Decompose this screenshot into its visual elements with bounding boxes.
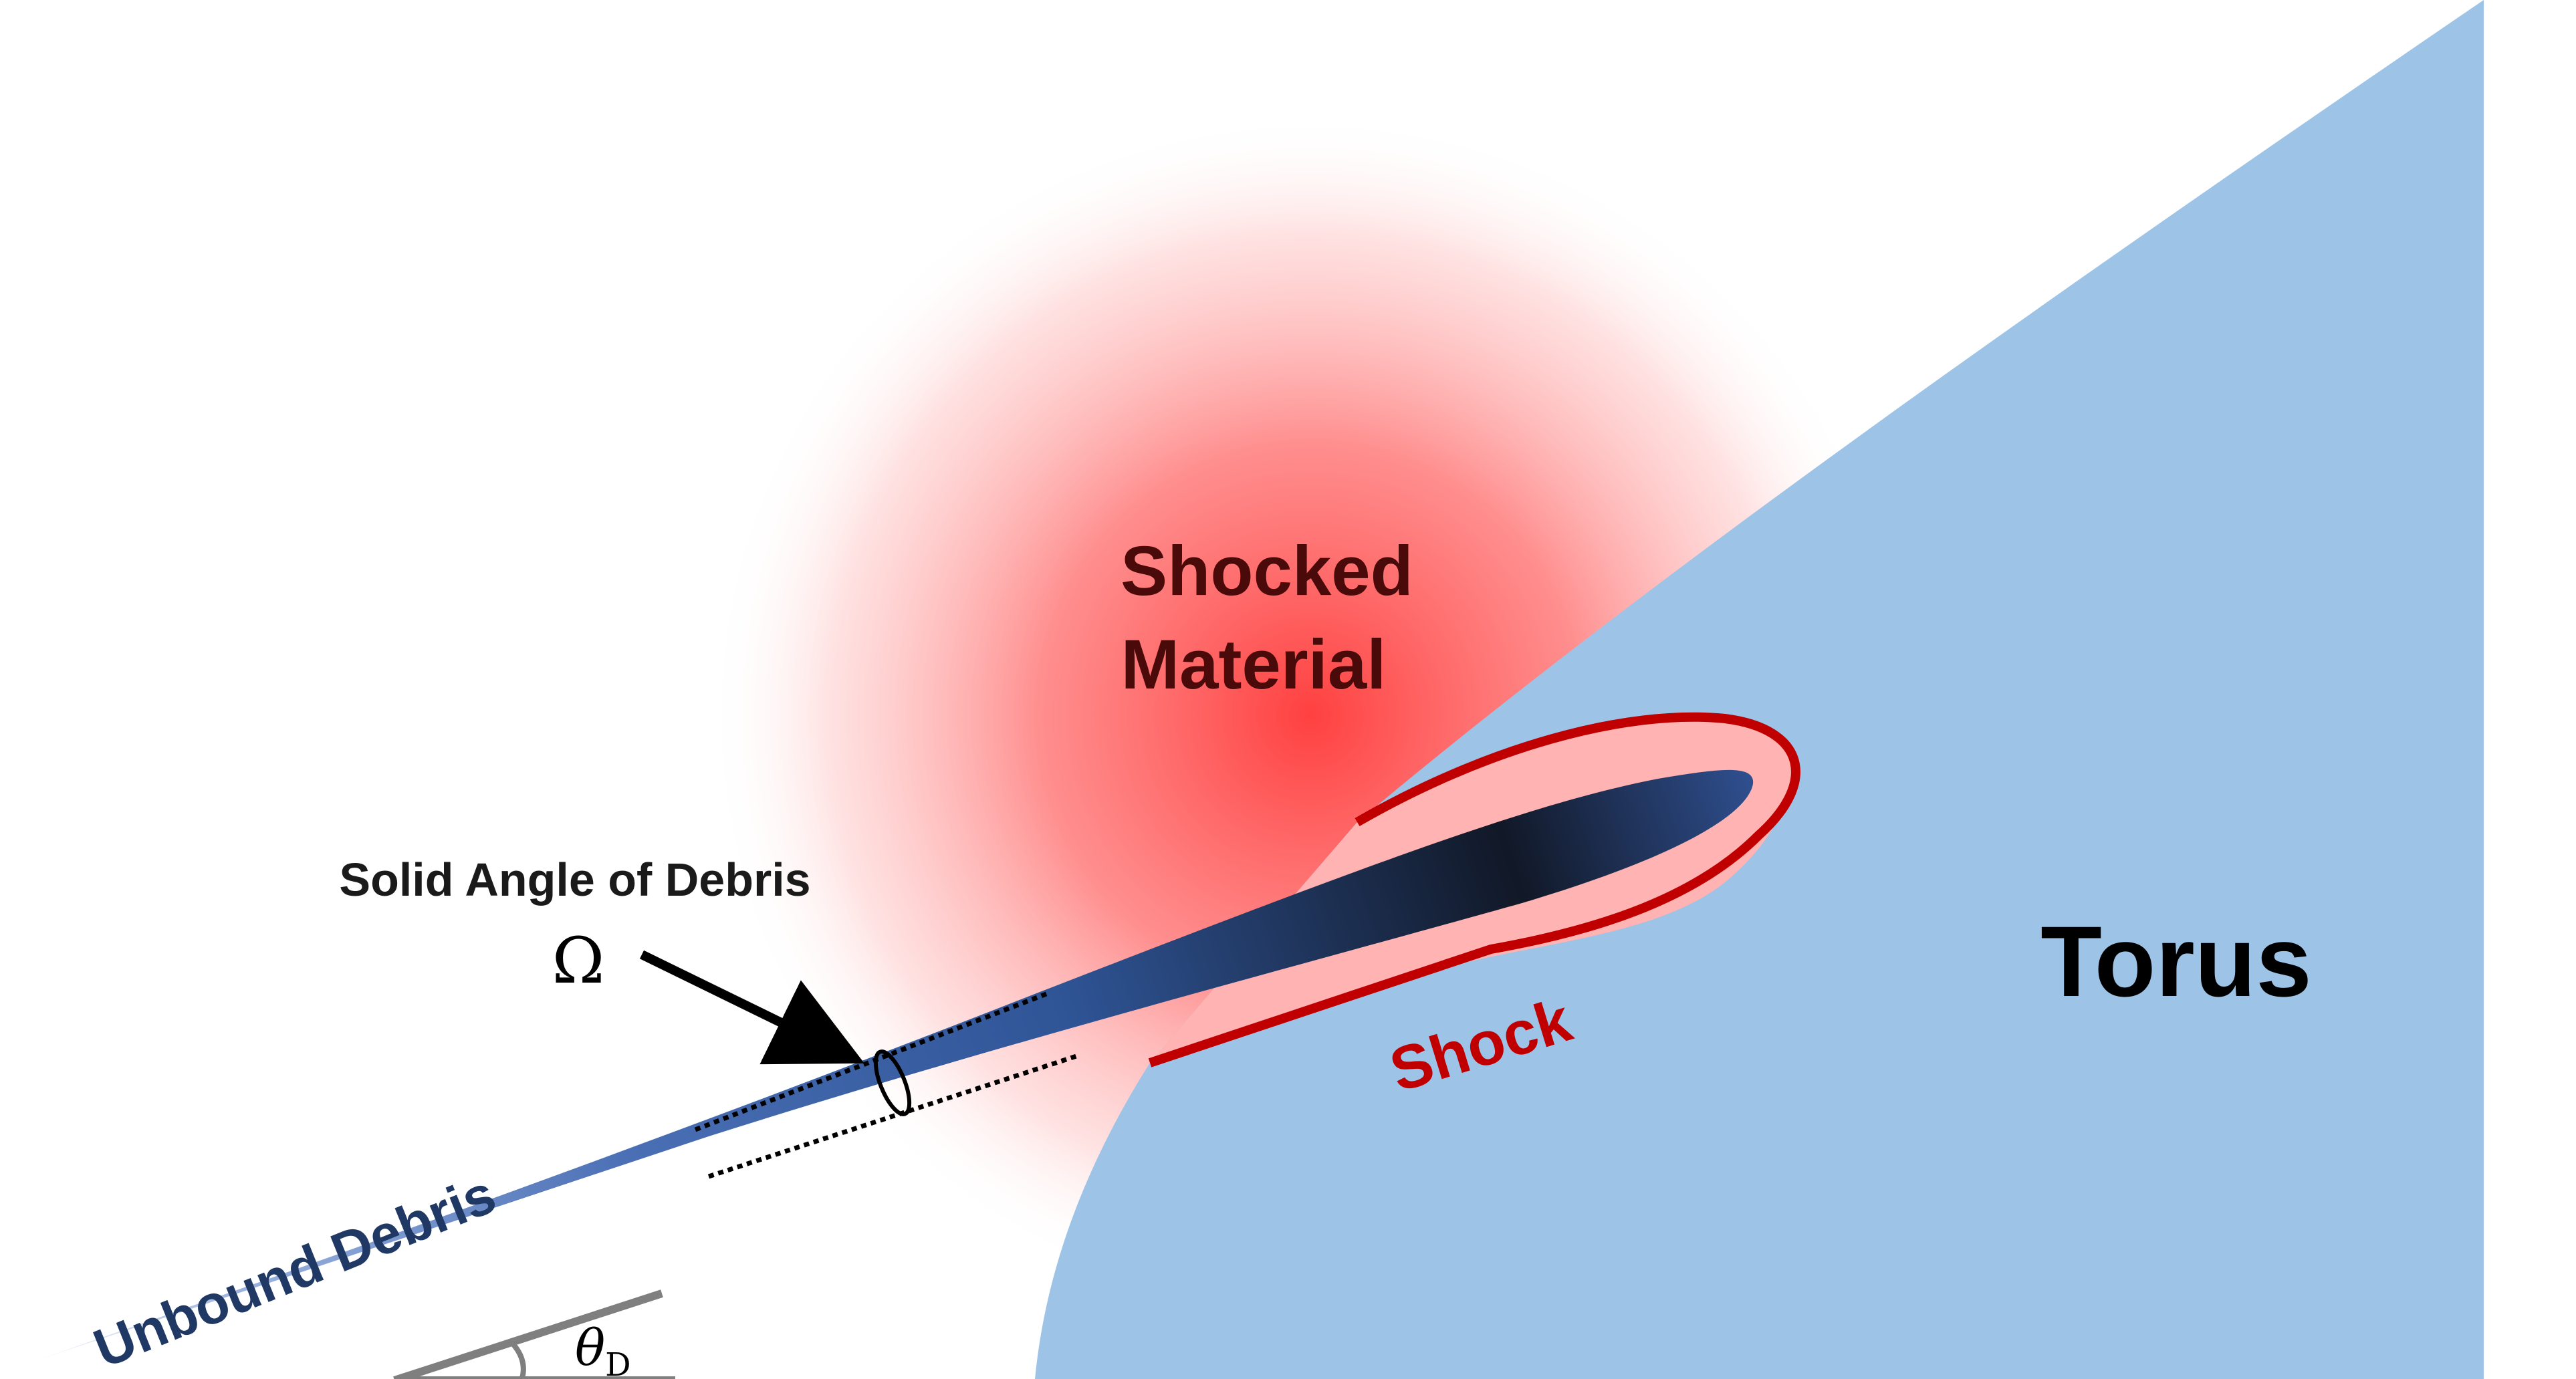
solid-angle-lower-guide	[707, 1053, 1078, 1179]
omega-symbol: Ω	[552, 924, 605, 998]
solid-angle-upper-guide	[694, 990, 1051, 1132]
angle-arc	[509, 1340, 526, 1379]
shocked-material-label-line2: Material	[1121, 626, 1387, 704]
ellipse-icon	[873, 1049, 912, 1116]
shocked-material-label-line1: Shocked	[1121, 532, 1413, 610]
arrow-icon	[639, 950, 864, 1065]
solid-angle-label: Solid Angle of Debris	[339, 854, 810, 906]
angle-ray	[393, 1289, 663, 1379]
theta-symbol: θD	[575, 1318, 631, 1379]
torus-label: Torus	[2040, 905, 2312, 1017]
theta-letter: θ	[575, 1318, 605, 1377]
theta-subscript: D	[605, 1346, 630, 1379]
torus-region	[1035, 0, 2484, 1379]
unbound-debris-label: Unbound Debris	[86, 1164, 503, 1379]
shock-line	[1148, 712, 1800, 1068]
unbound-debris-stream	[27, 769, 1754, 1364]
